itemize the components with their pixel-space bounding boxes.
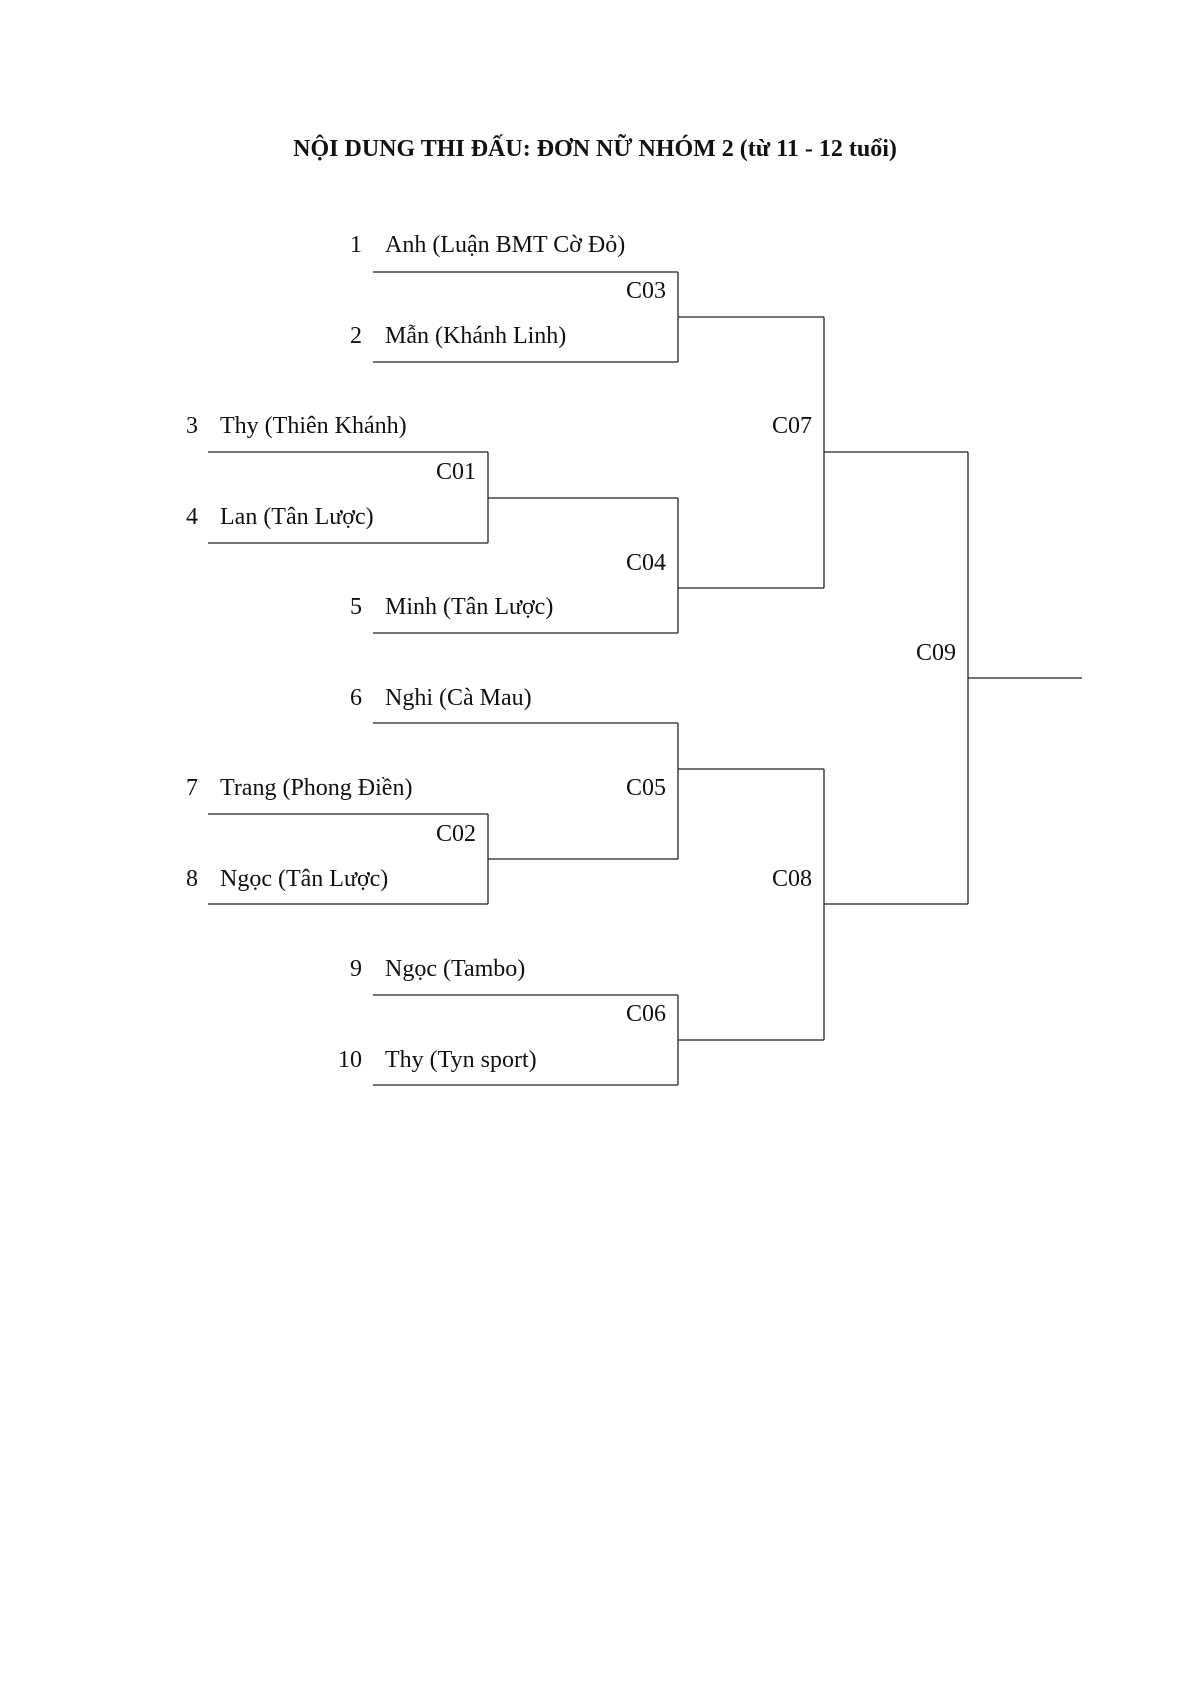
match-label-c01: C01 [436, 459, 476, 485]
player-seed: 4 [186, 504, 198, 530]
player-name: Ngọc (Tân Lược) [220, 866, 388, 892]
match-connectors [487, 272, 1082, 1085]
player-seed: 5 [350, 594, 362, 620]
player-name: Minh (Tân Lược) [385, 594, 553, 620]
player-name: Ngọc (Tambo) [385, 956, 525, 982]
player-seed: 2 [350, 323, 362, 349]
match-label-c02: C02 [436, 821, 476, 847]
player-name: Trang (Phong Điền) [220, 775, 412, 801]
match-label-c03: C03 [626, 278, 666, 304]
match-label-c08: C08 [772, 866, 812, 892]
match-label-c09: C09 [916, 640, 956, 666]
player-seed: 10 [338, 1047, 362, 1073]
player-name: Anh (Luận BMT Cờ Đỏ) [385, 232, 625, 258]
player-seed: 9 [350, 956, 362, 982]
player-name: Nghi (Cà Mau) [385, 685, 532, 711]
match-label-c04: C04 [626, 550, 666, 576]
player-seed: 6 [350, 685, 362, 711]
match-label-c05: C05 [626, 775, 666, 801]
player-name: Thy (Tyn sport) [385, 1047, 537, 1073]
match-labels: C03 C01 C04 C07 C05 C02 C08 C06 C09 [436, 278, 956, 1027]
player-name: Lan (Tân Lược) [220, 504, 374, 530]
player-entries: 1 Anh (Luận BMT Cờ Đỏ) 2 Mẫn (Khánh Linh… [186, 232, 625, 1073]
player-name: Mẫn (Khánh Linh) [385, 323, 566, 349]
player-seed: 8 [186, 866, 198, 892]
player-name: Thy (Thiên Khánh) [220, 413, 407, 439]
player-seed: 3 [186, 413, 198, 439]
player-lines [208, 271, 678, 1086]
match-label-c07: C07 [772, 413, 812, 439]
page-title: NỘI DUNG THI ĐẤU: ĐƠN NỮ NHÓM 2 (từ 11 -… [293, 136, 897, 162]
match-label-c06: C06 [626, 1001, 666, 1027]
player-seed: 7 [186, 775, 198, 801]
player-seed: 1 [350, 232, 362, 258]
